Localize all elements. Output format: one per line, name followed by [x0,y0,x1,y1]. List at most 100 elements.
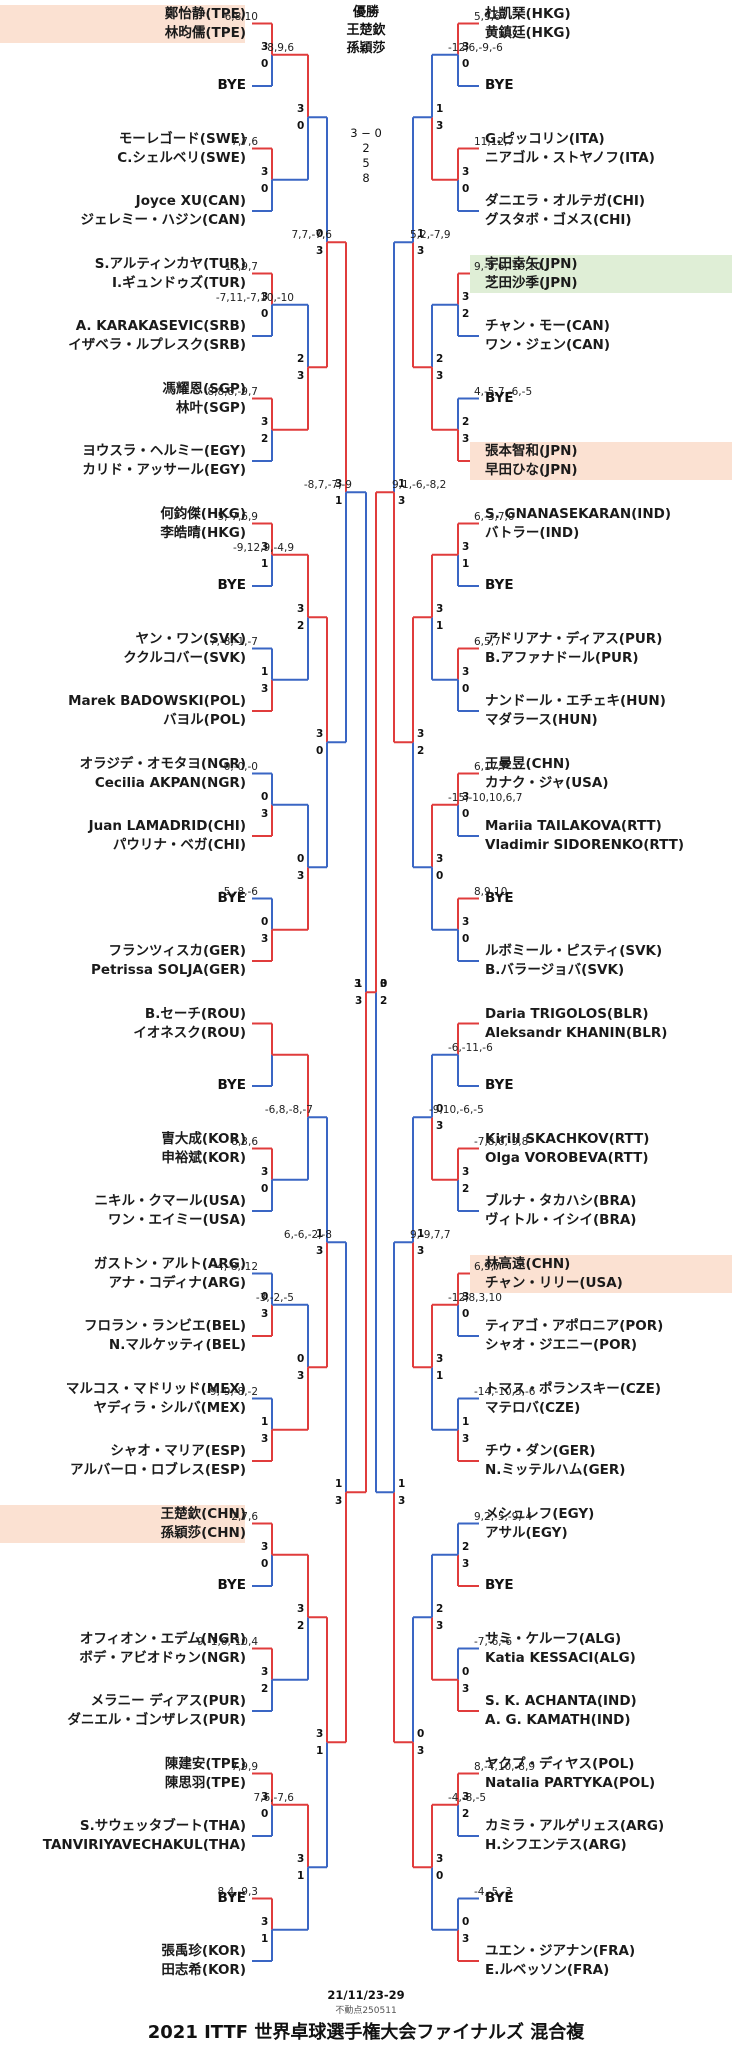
game-score: 3 [436,370,444,383]
match-score: -12,8,3,10 [448,1291,502,1304]
game-score: 0 [316,745,324,758]
bye-label: BYE [217,1077,246,1093]
player-name: チウ・ダン(GER) [485,1443,596,1459]
game-score: 2 [462,307,470,320]
player-name: ニキル・クマール(USA) [94,1193,246,1209]
game-score: 2 [436,1603,444,1616]
highlight-band [470,1254,732,1293]
match-score: -8,7,-7,-9 [303,479,352,492]
game-score: 3 [417,1245,425,1258]
player-name: Petrissa SOLJA(GER) [91,962,246,978]
player-name: S. GNANASEKARAN(IND) [485,505,671,522]
game-score: 3 [297,370,305,383]
player-name: フランツィスカ(GER) [108,943,246,959]
game-score: 3 [297,603,305,616]
player-name: ダニエル・ゴンザレス(PUR) [67,1712,246,1728]
game-score: 3 [316,1245,324,1258]
player-name: H.シフエンテス(ARG) [485,1837,627,1853]
game-score: 3 [462,1165,470,1178]
game-score: 0 [462,1307,470,1320]
match-score: 9,1,-6,-8,2 [392,479,447,492]
player-name: S. K. ACHANTA(IND) [485,1693,637,1709]
player-name: TANVIRIYAVECHAKUL(THA) [42,1837,246,1853]
game-score: 1 [398,478,406,491]
game-score: 3 [462,915,470,928]
bye-label: BYE [217,77,246,93]
player-name: B.バラージョバ(SVK) [485,962,625,978]
player-name: Kirill SKACHKOV(RTT) [485,1130,650,1147]
game-score: 0 [297,120,305,133]
player-name: カリド・アッサール(EGY) [82,462,246,478]
player-name: グスタボ・ゴメス(CHI) [485,212,632,228]
final-game-3: 8 [362,171,370,185]
game-score: 3 [261,165,269,178]
game-score: 3 [297,103,305,116]
player-name: B.セーチ(ROU) [144,1005,246,1022]
game-score: 0 [462,182,470,195]
match-score: 5,-7,6,9 [217,510,258,523]
game-score: 3 [436,1620,444,1633]
game-score: 3 [462,1432,470,1445]
game-score: 0 [436,870,444,883]
game-score: 0 [462,932,470,945]
player-name: 林叶(SGP) [175,399,246,416]
player-name: ヤディラ・シルバ(MEX) [93,1399,246,1416]
player-name: Vladimir SIDORENKO(RTT) [485,837,685,853]
game-score: 1 [261,557,269,570]
match-score: -3,-2,-5 [255,1291,294,1304]
player-name: オフィオン・エデム(NGR) [79,1630,246,1647]
final-game-score: 0 [380,978,388,991]
game-score: 3 [417,728,425,741]
game-score: 3 [261,1790,269,1803]
bye-label: BYE [217,1577,246,1593]
match-score: -4,-8,-12 [213,1260,258,1273]
game-score: 3 [462,432,470,445]
player-name: 林高遠(CHN) [485,1255,571,1272]
game-score: 2 [261,1682,269,1695]
player-name: アルバーロ・ロブレス(ESP) [69,1462,246,1478]
player-name: 何鈞傑(HKG) [160,505,246,522]
match-score: 9,-9,7,7 [410,1229,451,1242]
game-score: 2 [462,1182,470,1195]
player-name: トマス・ポランスキー(CZE) [485,1380,661,1397]
game-score: 3 [355,995,363,1008]
page-title: 2021 ITTF 世界卓球選手権大会ファイナルズ 混合複 [147,2022,585,2043]
game-score: 3 [335,1495,343,1508]
bye-label: BYE [485,389,514,406]
game-score: 0 [316,228,324,241]
game-score: 3 [436,603,444,616]
game-score: 3 [462,290,470,303]
match-score: 7,7,-7,6 [291,229,332,242]
game-score: 3 [261,1665,269,1678]
player-name: Olga VOROBEVA(RTT) [485,1149,649,1166]
match-score: 8,3,6 [231,1135,258,1148]
game-score: 3 [297,1370,305,1383]
final-score: 3 − 0 [350,126,382,140]
player-name: Aleksandr KHANIN(BLR) [485,1024,668,1041]
game-score: 0 [297,1353,305,1366]
champion-label: 優勝 [352,5,379,20]
player-name: A. G. KAMATH(IND) [485,1712,631,1728]
player-name: G.ピッコリン(ITA) [485,130,605,147]
match-score: 7,9,9 [231,1760,258,1773]
game-score: 1 [261,1415,269,1428]
game-score: 0 [417,1728,425,1741]
player-name: オラジデ・オモタヨ(NGR) [79,755,246,772]
game-score: 3 [316,245,324,258]
game-score: 3 [261,290,269,303]
player-name: モーレゴード(SWE) [118,130,246,147]
game-score: 0 [462,57,470,70]
note-text: 不動点250511 [335,2006,397,2016]
player-name: Mariia TAILAKOVA(RTT) [485,818,662,834]
player-name: ジェレミー・ハジン(CAN) [80,212,247,228]
champion-player-1: 王楚欽 [346,23,386,38]
event-date: 21/11/23-29 [327,1988,405,2002]
player-name: アナ・コディナ(ARG) [108,1274,246,1291]
game-score: 2 [261,432,269,445]
game-score: 3 [462,40,470,53]
match-score: 6,-3,7,0 [474,510,515,523]
player-name: 張本智和(JPN) [485,443,578,459]
game-score: 3 [316,728,324,741]
game-score: 1 [462,557,470,570]
